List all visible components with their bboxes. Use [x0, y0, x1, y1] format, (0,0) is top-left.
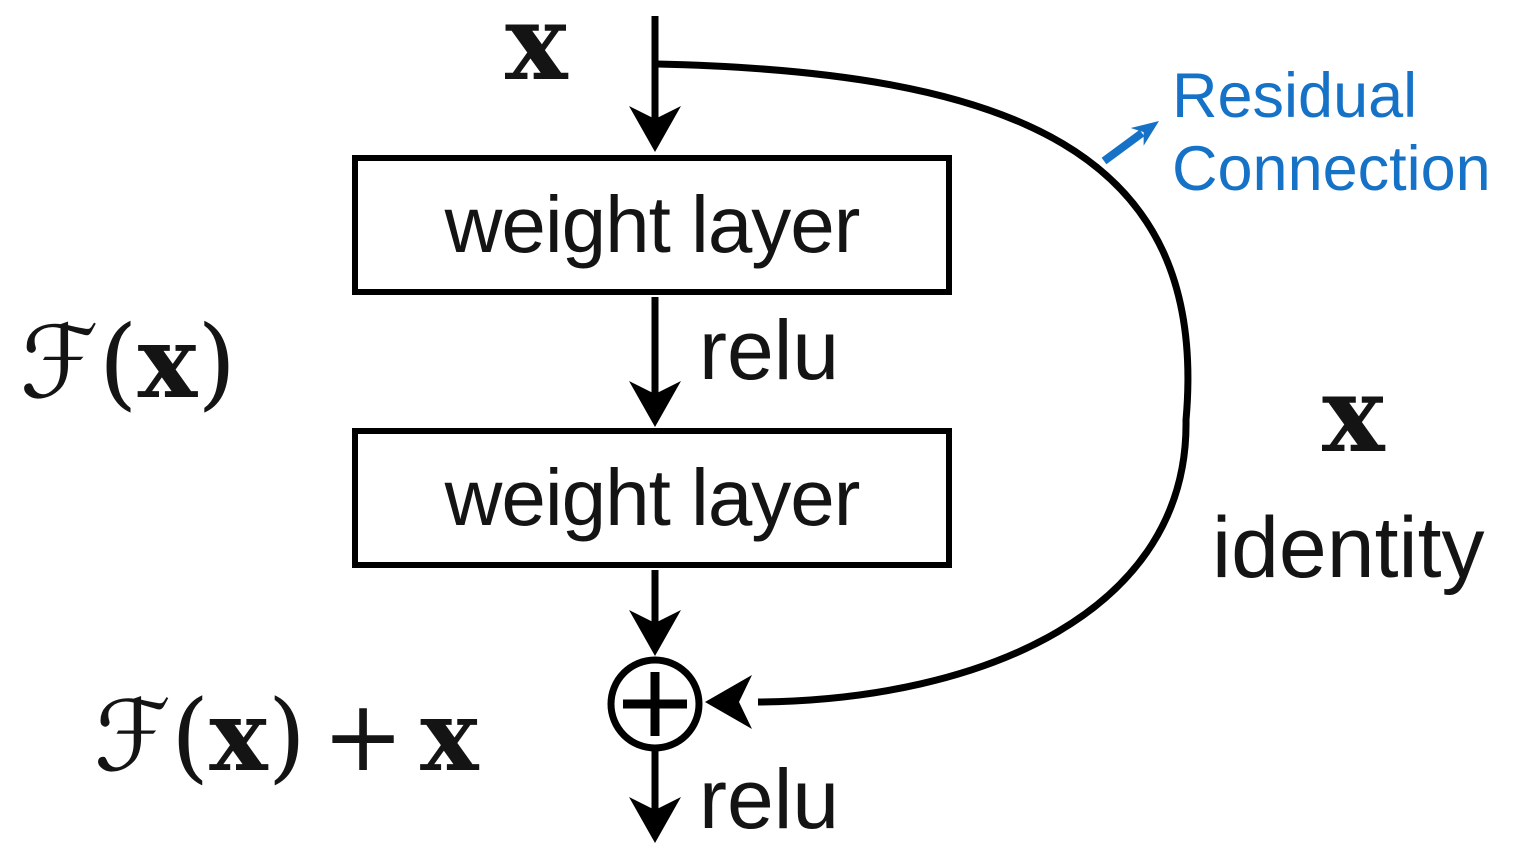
- arrow-down-icon: [629, 610, 681, 656]
- annotation-line1: Residual: [1172, 61, 1418, 131]
- f-of-x-label: ℱ(x): [20, 303, 237, 421]
- residual-connection-curve: [656, 60, 1192, 706]
- sum-output-label: ℱ(x)+x: [94, 679, 479, 794]
- weight-layer-box-bottom: weight layer: [352, 428, 952, 568]
- script-f-symbol: ℱ: [94, 680, 172, 794]
- weight-layer-top-label: weight layer: [444, 180, 861, 269]
- annotation-arrow: [1101, 121, 1159, 165]
- plus-icon: [623, 672, 687, 736]
- arrow-left-icon: [705, 675, 752, 729]
- relu-label-middle: relu: [699, 303, 840, 397]
- weight-layer-bottom-label: weight layer: [444, 453, 861, 542]
- weight-layer-box-top: weight layer: [352, 155, 952, 295]
- annotation-line2: Connection: [1172, 134, 1491, 204]
- relu-label-output: relu: [699, 752, 840, 846]
- arrow-down-icon: [629, 381, 681, 427]
- identity-x-label: x: [1322, 352, 1385, 476]
- identity-caption: identity: [1212, 500, 1485, 596]
- script-f-symbol: ℱ: [20, 304, 99, 421]
- arrow-down-icon: [629, 106, 681, 152]
- arrow-up-right-icon: [1130, 121, 1159, 146]
- arrow-down-icon: [629, 797, 681, 843]
- residual-connection-annotation: Residual Connection: [1172, 60, 1491, 206]
- input-x-label: x: [505, 0, 568, 104]
